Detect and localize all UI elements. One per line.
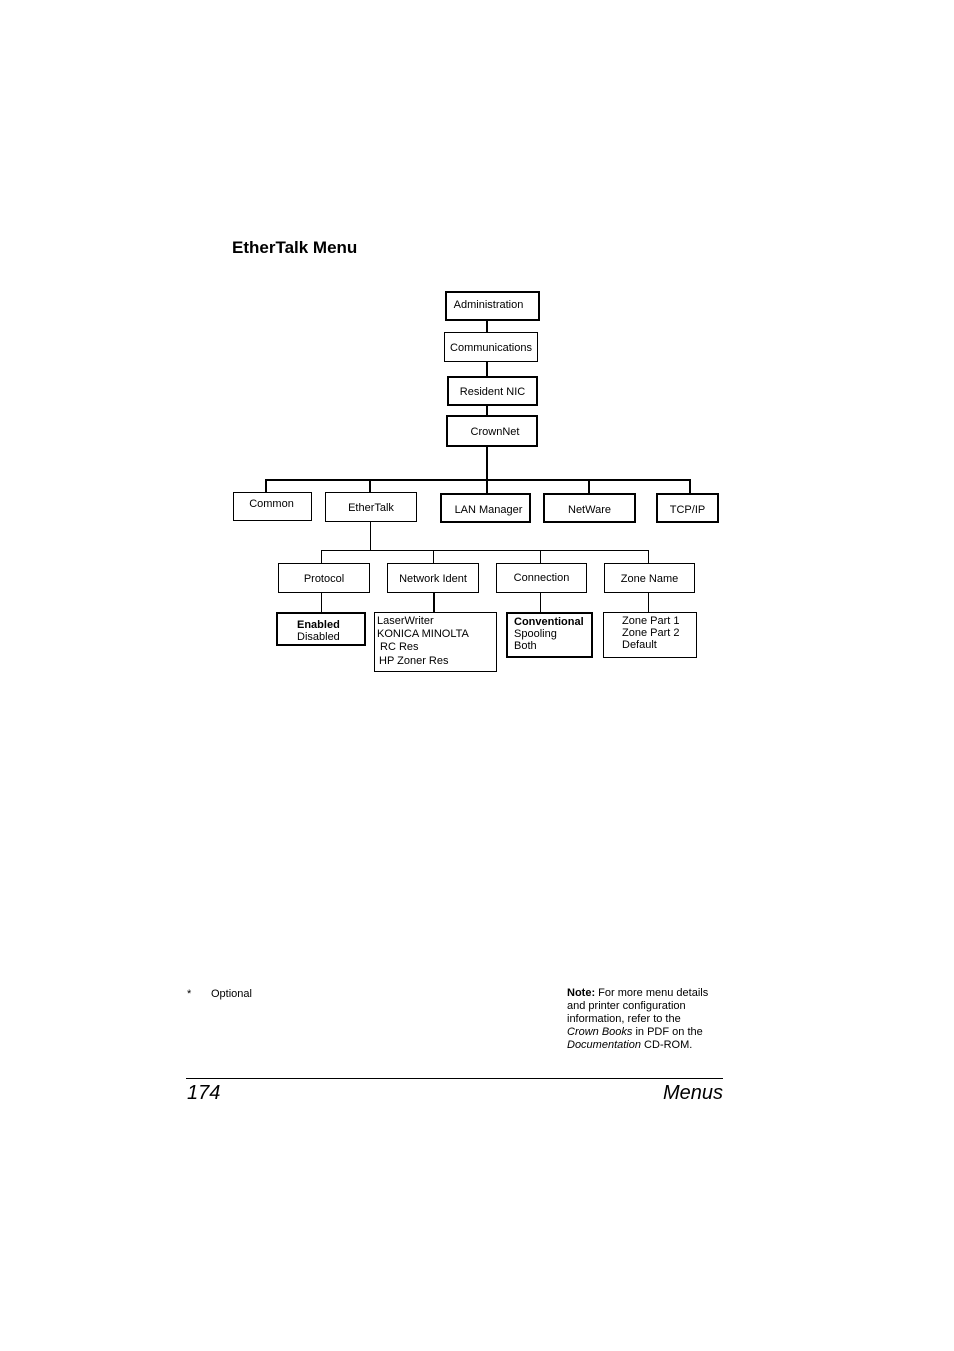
footnote-marker: *: [187, 988, 192, 1000]
communications-label: Communications: [450, 342, 532, 354]
note-line-1: For more menu details: [595, 987, 709, 999]
page-title: EtherTalk Menu: [232, 238, 358, 257]
option-enabled: Enabled: [297, 619, 340, 631]
connector-line: [433, 592, 435, 613]
note-line-5: CD-ROM.: [641, 1039, 693, 1051]
netware-box: NetWare: [543, 493, 636, 523]
crownnet-label: CrownNet: [470, 426, 520, 438]
ethertalk-label: EtherTalk: [348, 502, 394, 514]
option-laserwriter: LaserWriter: [377, 615, 434, 627]
zone-name-label: Zone Name: [620, 573, 679, 585]
netware-label: NetWare: [568, 504, 611, 516]
resident-nic-box: Resident NIC: [447, 376, 538, 406]
connector-line: [540, 550, 541, 564]
option-konica-minolta: KONICA MINOLTA: [377, 628, 469, 640]
connector-line: [648, 550, 649, 564]
protocol-label: Protocol: [303, 573, 345, 585]
lan-manager-label: LAN Manager: [454, 504, 523, 516]
connector-line: [588, 479, 590, 494]
lan-manager-box: LAN Manager: [440, 493, 531, 523]
option-rc-res: RC Res: [380, 641, 419, 653]
connector-line: [370, 521, 371, 551]
connector-line: [321, 592, 322, 613]
option-spooling: Spooling: [514, 628, 557, 640]
zone-name-box: Zone Name: [604, 563, 695, 593]
note-label: Note:: [567, 987, 596, 999]
note-line-2: and printer configuration: [567, 1000, 686, 1012]
note-documentation: Documentation: [567, 1039, 641, 1051]
connector-line: [321, 550, 649, 551]
connector-line: [486, 320, 488, 333]
connector-line: [540, 592, 541, 613]
connector-line: [369, 479, 371, 494]
option-zone-part-1: Zone Part 1: [622, 615, 680, 627]
ethertalk-box: EtherTalk: [325, 492, 417, 522]
zone-name-options-box: Zone Part 1 Zone Part 2 Default: [603, 612, 697, 658]
connector-line: [321, 550, 322, 564]
footer-rule: [186, 1078, 723, 1079]
connection-label: Connection: [513, 572, 570, 584]
network-ident-box: Network Ident: [387, 563, 479, 593]
connector-line: [433, 550, 434, 564]
common-box: Common: [233, 492, 312, 521]
option-default: Default: [622, 639, 657, 651]
tcpip-box: TCP/IP: [656, 493, 719, 523]
page-number: 174: [187, 1082, 221, 1104]
option-disabled: Disabled: [297, 631, 340, 643]
note-line-3: information, refer to the: [567, 1013, 681, 1025]
note-line-4: in PDF on the: [632, 1026, 703, 1038]
network-ident-label: Network Ident: [399, 573, 467, 585]
administration-box: Administration: [445, 291, 540, 321]
administration-label: Administration: [453, 299, 524, 311]
note-block: Note: For more menu details and printer …: [567, 987, 737, 1052]
option-hp-zoner-res: HP Zoner Res: [379, 655, 449, 667]
option-zone-part-2: Zone Part 2: [622, 627, 680, 639]
connector-line: [486, 446, 488, 481]
network-ident-options-box: LaserWriter KONICA MINOLTA RC Res HP Zon…: [374, 612, 497, 672]
connector-line: [486, 361, 488, 377]
tcpip-label: TCP/IP: [669, 504, 706, 516]
connector-line: [265, 479, 267, 494]
resident-nic-label: Resident NIC: [459, 386, 526, 398]
crownnet-box: CrownNet: [446, 415, 538, 447]
common-label: Common: [249, 498, 294, 510]
option-both: Both: [514, 640, 537, 652]
footnote-text: Optional: [211, 988, 252, 1000]
connection-box: Connection: [496, 563, 587, 593]
note-crown-books: Crown Books: [567, 1026, 633, 1038]
connection-options-box: Conventional Spooling Both: [506, 612, 593, 658]
connector-line: [486, 405, 488, 416]
connector-line: [265, 479, 691, 481]
connector-line: [486, 479, 488, 494]
option-conventional: Conventional: [514, 616, 584, 628]
connector-line: [648, 592, 649, 613]
protocol-box: Protocol: [278, 563, 370, 593]
section-title: Menus: [662, 1082, 723, 1104]
communications-box: Communications: [444, 332, 538, 362]
protocol-options-box: Enabled Disabled: [276, 612, 366, 646]
connector-line: [689, 479, 691, 494]
